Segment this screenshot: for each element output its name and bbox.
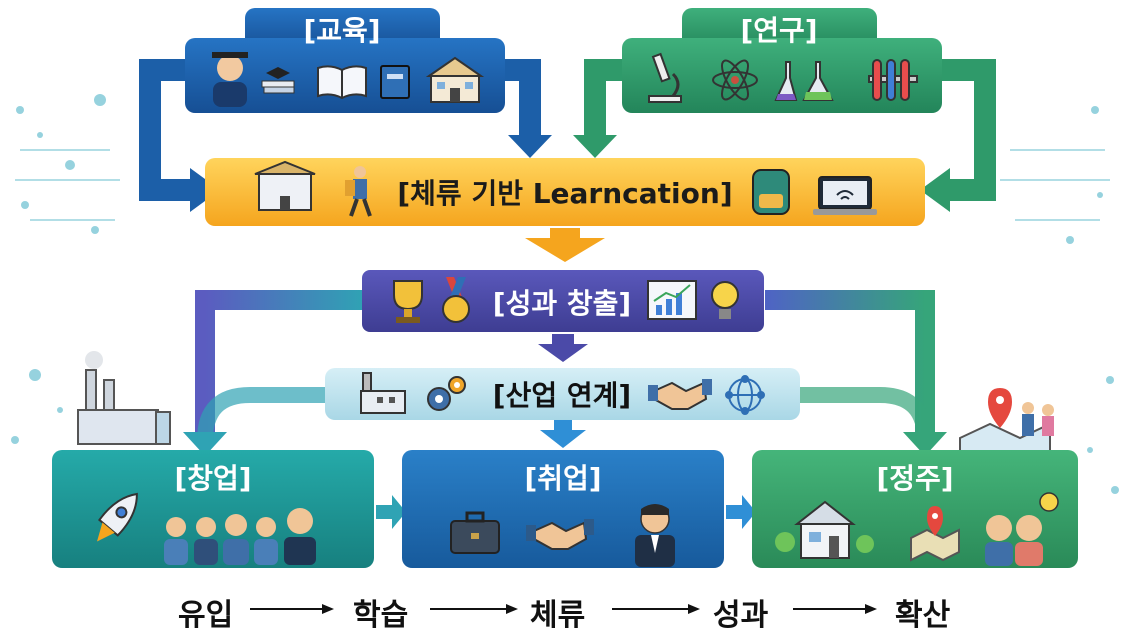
education-box: [교육] [185,8,505,113]
circuit-decoration-left [11,94,120,444]
school-icon [425,56,485,103]
arrow-research-to-learncation-right [940,59,996,201]
arrow-industry-to-employment [540,420,586,448]
industry-box: [산업 연계] [325,368,800,420]
industry-label: [산업 연계] [493,379,631,412]
flow-sequence: 유입 학습 체류 성과 확산 [0,590,1125,633]
chart-board-icon [647,280,697,320]
flow-step: 체류 [530,598,586,633]
arrowhead [508,135,552,158]
backpack-icon [752,169,790,215]
arrow-employment-to-settlement [726,495,756,529]
arrowhead [920,168,950,212]
microscope-icon [648,52,682,103]
circuit-decoration-right [1000,106,1119,494]
arrow-education-to-learncation-right [505,59,541,140]
graduate-icon [212,52,248,107]
building-icon [254,160,316,211]
arrowhead [903,432,947,456]
factory-icon [360,372,406,414]
settlement-label: [정주] [876,462,953,495]
flow-arrow [612,604,700,614]
employment-label: [취업] [524,462,601,495]
lightbulb-icon [711,281,739,319]
network-icon [725,375,765,415]
flow-arrow [430,604,518,614]
arrow-industry-to-startup [197,387,325,441]
factory-decoration [77,351,171,445]
rocket-icon [97,492,138,542]
flow-step: 유입 [178,598,234,633]
settlement-box: [정주] [752,450,1078,568]
research-label: [연구] [740,14,817,47]
performance-box: [성과 창출] [362,270,764,332]
house-icon [775,500,874,559]
learncation-box: [체류 기반 Learncation] [205,158,925,226]
arrow-performance-to-industry [538,334,588,362]
education-label: [교육] [303,14,380,47]
learncation-label: [체류 기반 Learncation] [397,177,732,210]
test-tubes-icon [868,59,918,101]
employment-box: [취업] [402,450,724,568]
flow-arrow [250,604,334,614]
textbook-icon [380,65,410,99]
flow-arrow [793,604,877,614]
flask-icon [774,61,834,101]
arrowhead [183,432,227,456]
flow-step: 확산 [895,598,951,633]
startup-label: [창업] [174,462,251,495]
team-icon [164,508,316,565]
arrow-education-to-learncation-left [139,59,195,201]
arrow-performance-to-startup [195,290,365,440]
medal-icon [442,277,470,323]
arrowhead [573,135,617,158]
handshake-icon [526,519,594,550]
diagram-canvas: [교육] [11,8,1119,568]
performance-label: [성과 창출] [493,287,631,320]
flow-step: 성과 [713,598,769,633]
briefcase-icon [450,511,500,554]
arrow-performance-to-settlement [765,290,935,440]
book-stack-icon [261,67,295,94]
research-box: [연구] [622,8,942,113]
hiker-icon [345,166,372,217]
arrow-learncation-to-performance [525,228,605,262]
open-book-icon [317,65,367,100]
businessman-icon [635,504,675,567]
family-icon [985,492,1059,566]
arrow-research-to-learncation-left [584,59,625,140]
handshake-icon [648,379,712,410]
arrow-industry-to-settlement [800,387,933,441]
laptop-wifi-icon [813,176,877,215]
map-pin-icon [910,506,960,562]
gears-icon [427,376,466,411]
arrow-startup-to-employment [376,495,406,529]
flow-step: 학습 [353,598,409,633]
startup-box: [창업] [52,450,374,568]
trophy-icon [393,280,423,323]
